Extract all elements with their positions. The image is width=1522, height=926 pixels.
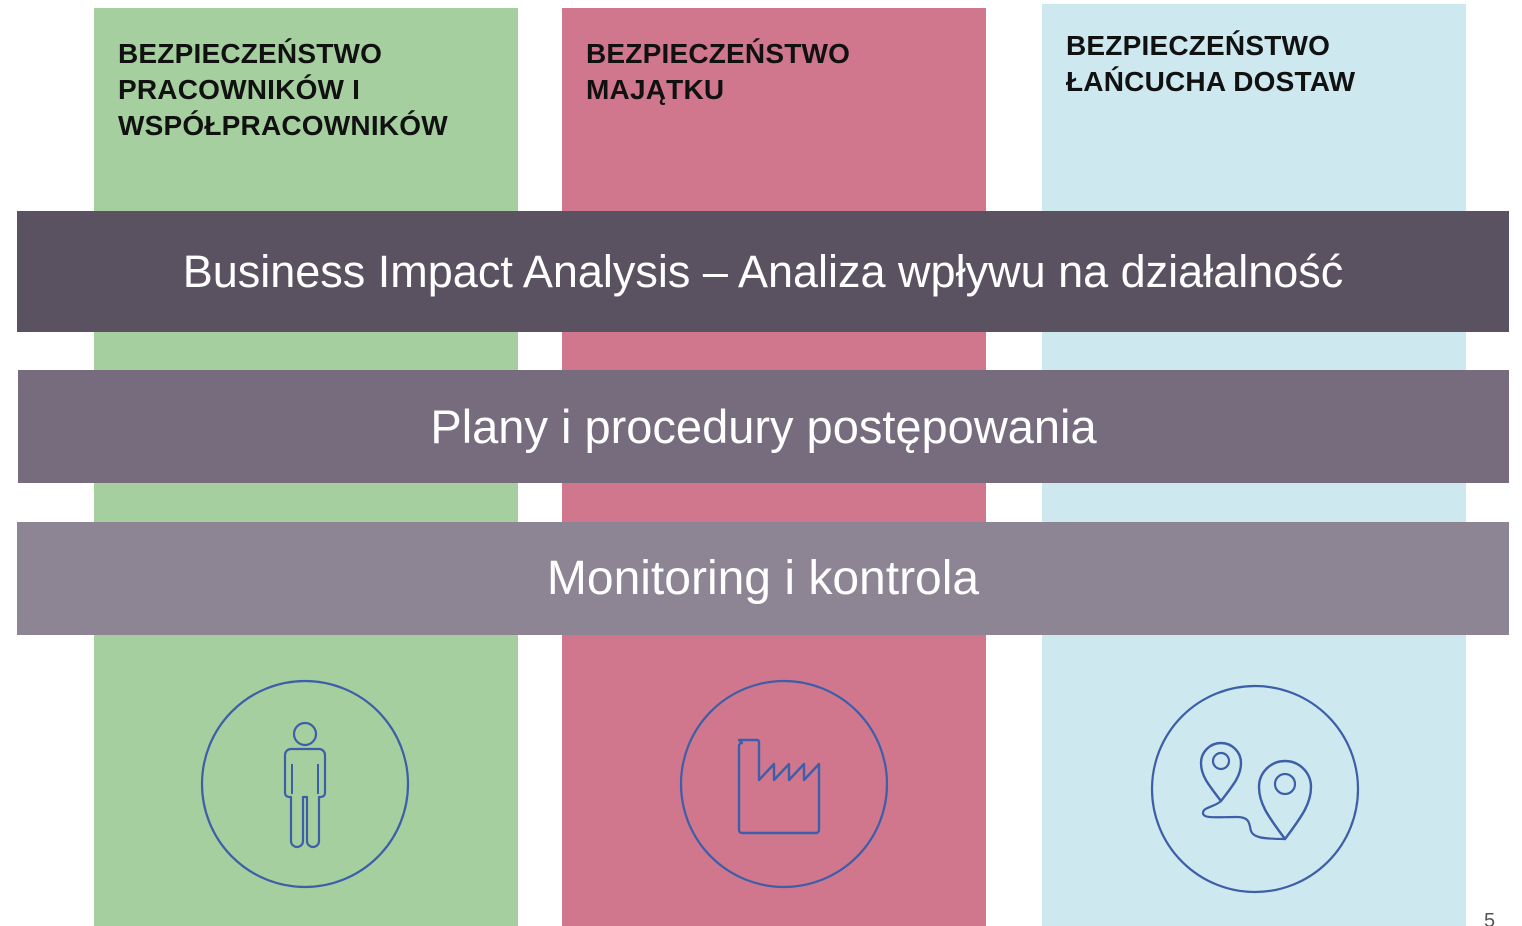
pillar-title: BEZPIECZEŃSTWO PRACOWNIKÓW I WSPÓŁPRACOW… <box>118 38 448 141</box>
band-label: Business Impact Analysis – Analiza wpływ… <box>182 245 1344 297</box>
location-route-icon <box>1149 683 1361 895</box>
band-label: Plany i procedury postępowania <box>430 400 1097 453</box>
band-plans-procedures: Plany i procedury postępowania <box>18 370 1509 483</box>
factory-icon <box>678 678 890 890</box>
band-business-impact-analysis: Business Impact Analysis – Analiza wpływ… <box>17 211 1509 332</box>
band-monitoring-control: Monitoring i kontrola <box>17 522 1509 635</box>
pillar-title: BEZPIECZEŃSTWO ŁAŃCUCHA DOSTAW <box>1066 30 1356 97</box>
pillar-title: BEZPIECZEŃSTWO MAJĄTKU <box>586 38 851 105</box>
band-label: Monitoring i kontrola <box>546 552 980 605</box>
page-number: 5 <box>1484 910 1496 926</box>
person-icon <box>199 678 411 890</box>
